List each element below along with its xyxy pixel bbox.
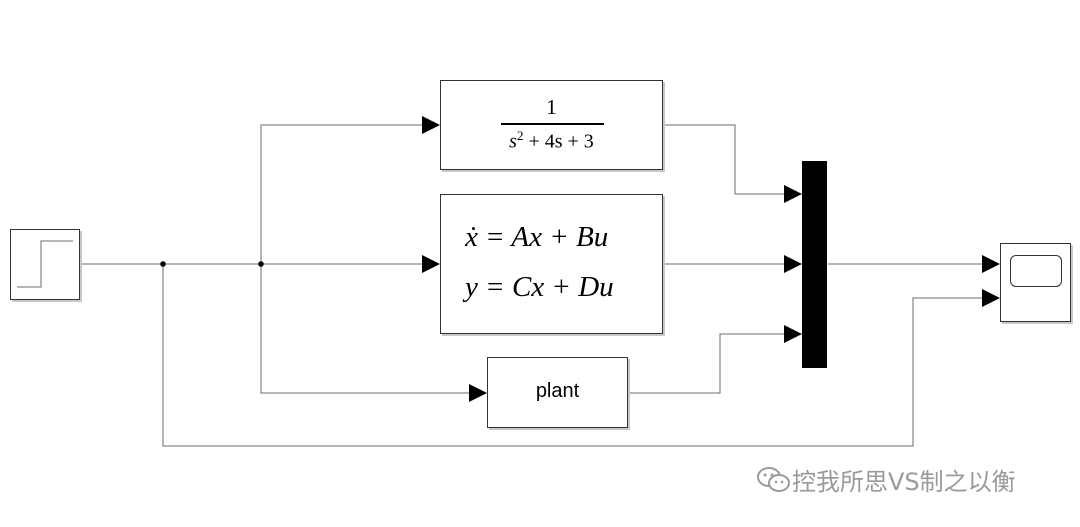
output-equation: y = Cx + Du [465,271,614,303]
arrowhead [982,289,1000,307]
fraction-bar [501,123,604,125]
denominator-variable: s [509,130,517,153]
state-space-block[interactable]: ẋ = Ax + Bu y = Cx + Du [440,194,663,334]
signal-line-to-scope-2 [162,264,983,447]
denominator-rest: + 4s + 3 [523,130,594,153]
step-icon [17,240,73,288]
plant-block[interactable]: plant [487,357,628,428]
state-equation: ẋ = Ax + Bu [465,221,609,253]
wechat-icon [757,467,790,492]
signal-line-plant-to-mux [628,333,785,394]
scope-block[interactable] [1000,243,1071,322]
arrowhead [784,185,802,203]
signal-line-to-transfer-fcn [260,124,424,264]
branch-point [258,261,264,267]
arrowhead [784,325,802,343]
denominator-exponent: 2 [516,128,524,143]
step-block[interactable] [10,229,80,300]
transfer-fcn-block[interactable]: 1 s2 + 4s + 3 [440,80,663,170]
arrowhead [469,384,487,402]
signal-line-tf-to-mux [662,124,785,195]
watermark-text: 控我所思VS制之以衡 [792,468,1016,496]
arrowhead [422,255,440,273]
branch-point [160,261,166,267]
watermark: 控我所思VS制之以衡 [756,462,1016,497]
plant-label: plant [535,380,580,402]
transfer-fcn-numerator: 1 [546,95,557,119]
mux-block[interactable] [802,161,827,368]
signal-line-to-plant [260,264,470,394]
transfer-fcn-denominator: s2 + 4s + 3 [441,128,662,154]
scope-screen-icon [1010,255,1062,287]
arrowhead [982,255,1000,273]
arrowhead [784,255,802,273]
arrowhead [422,116,440,134]
